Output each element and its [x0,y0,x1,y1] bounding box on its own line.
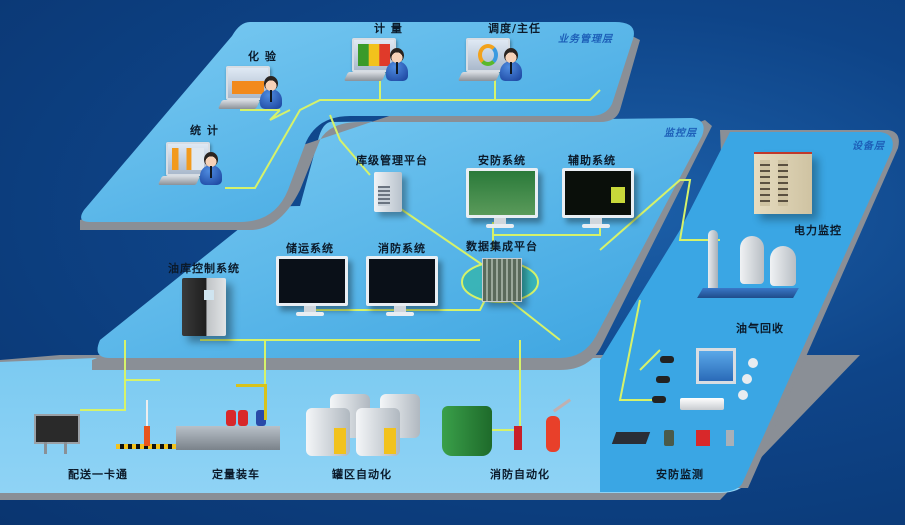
node-label-storage-sys: 储运系统 [286,242,334,255]
node-label-metering: 计 量 [374,22,403,35]
tank-icon[interactable] [306,392,424,462]
node-label-lab: 化 验 [248,50,277,63]
node-label-statistics: 统 计 [190,124,219,137]
node-label-power: 电力监控 [794,224,842,237]
gate-barrier-icon[interactable] [32,400,176,454]
node-label-data-platform: 数据集成平台 [466,240,538,253]
node-label-depot-control: 油库控制系统 [168,262,240,275]
fire-monitor-icon[interactable] [442,398,572,460]
layer-tag-monitoring: 监控层 [664,128,697,139]
security-devices-icon[interactable] [611,344,764,454]
node-label-fire-auto: 消防自动化 [490,468,550,481]
monitoring-layer [97,118,704,358]
node-label-security-monitoring: 安防监测 [656,468,704,481]
server-icon[interactable] [374,172,402,212]
vapor-recovery-icon[interactable] [697,226,800,310]
node-label-delivery-card: 配送一卡通 [68,468,128,481]
control-cabinet-icon[interactable] [182,278,226,336]
node-label-dispatch: 调度/主任 [488,22,542,35]
node-label-aux-sys: 辅助系统 [568,154,616,167]
server-rack-icon[interactable] [482,258,522,302]
node-label-security-sys: 安防系统 [478,154,526,167]
node-label-depot-mgmt: 库级管理平台 [356,154,428,167]
node-label-loading: 定量装车 [212,468,260,481]
node-label-tank: 罐区自动化 [332,468,392,481]
equipment-layer [600,132,893,492]
link-business [225,70,601,189]
layer-tag-business: 业务管理层 [558,34,613,45]
layer-tag-equipment: 设备层 [852,141,885,152]
node-label-vapor: 油气回收 [736,322,784,335]
loading-skid-icon[interactable] [176,382,282,454]
power-cabinet-icon[interactable] [754,152,812,214]
node-label-fire-sys: 消防系统 [378,242,426,255]
